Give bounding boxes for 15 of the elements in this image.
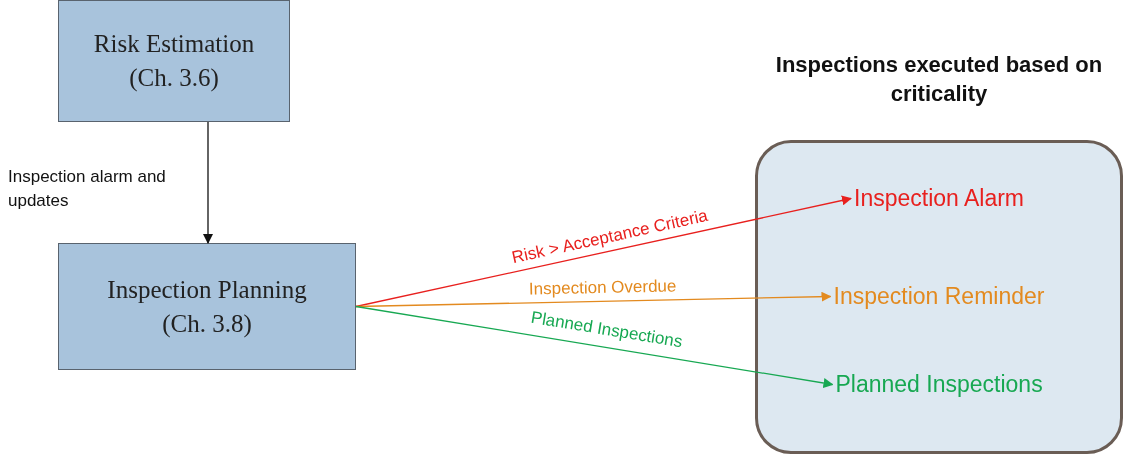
box-text: Inspection Planning (Ch. 3.8) — [107, 274, 307, 340]
edge-label: Inspection Overdue — [529, 275, 678, 300]
outcome-label: Inspection Reminder — [833, 283, 1045, 310]
process-box — [58, 0, 290, 122]
arrow — [355, 195, 852, 308]
panel-heading: Inspections executed based on criticality — [774, 51, 1104, 108]
process-box — [58, 243, 356, 370]
box-text: Risk Estimation (Ch. 3.6) — [92, 29, 256, 94]
arrow — [203, 121, 213, 244]
edge-label: Inspection alarm and updates — [8, 166, 167, 212]
outcome-label: Planned Inspections — [835, 371, 1043, 398]
arrow — [355, 305, 834, 388]
edge-label: Risk > Acceptance Criteria — [510, 205, 710, 268]
outcome-label: Inspection Alarm — [854, 185, 1025, 212]
edge-label: Planned Inspections — [529, 307, 685, 352]
